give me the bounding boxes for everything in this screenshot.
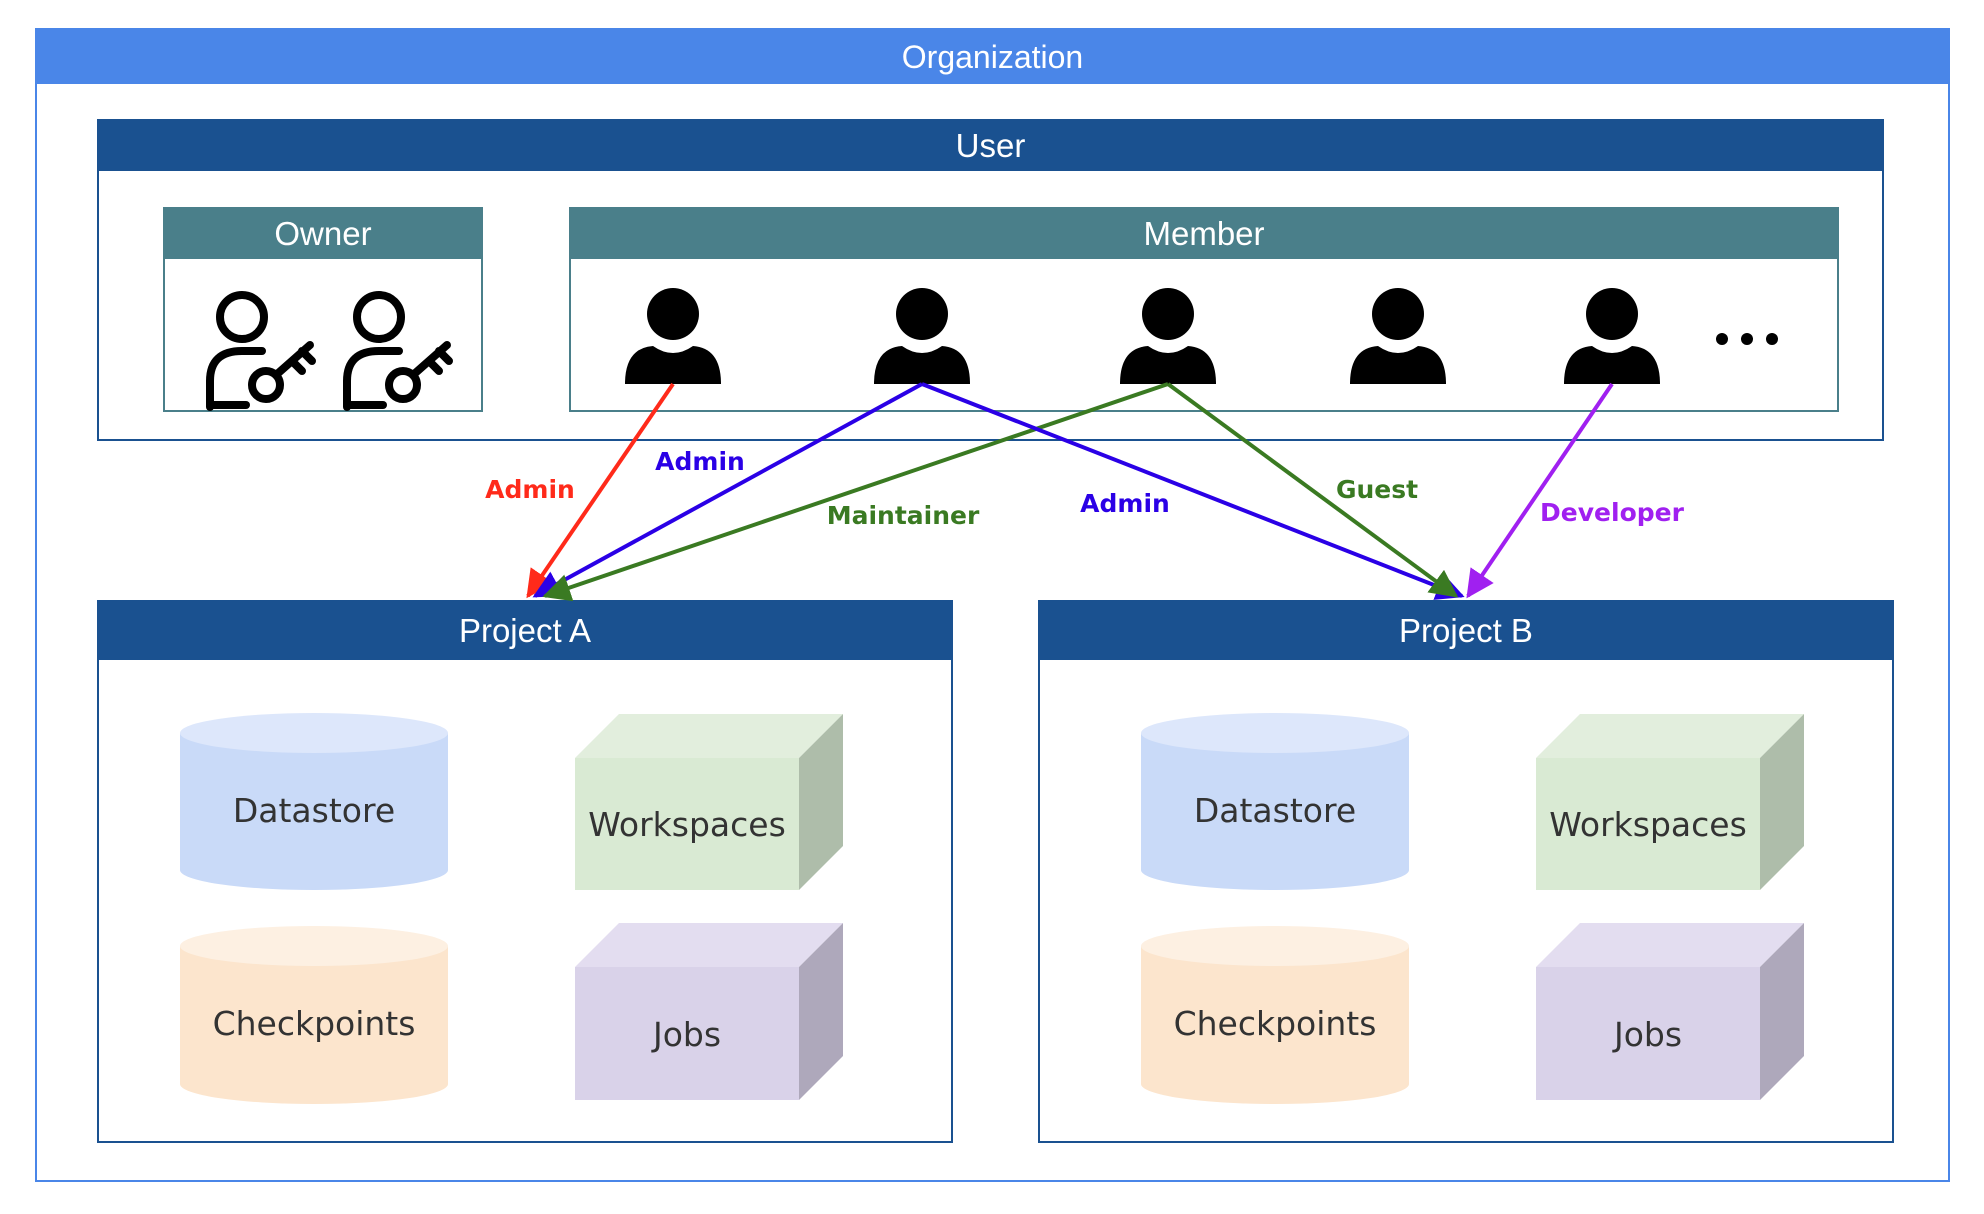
more-members-ellipsis: [1716, 333, 1778, 345]
owner-icon-2: [347, 295, 449, 407]
role-arrow-guest: [1166, 382, 1459, 598]
project-a-workspaces-cube: [575, 714, 843, 890]
project-a-title: Project A: [99, 602, 951, 660]
project-a-workspaces-label: Workspaces: [588, 805, 786, 844]
member-icon-4: [1350, 288, 1446, 384]
role-arrow-admin-blue-a: [532, 382, 923, 598]
project-b: Project B: [1038, 600, 1894, 1143]
role-label-guest: Guest: [1336, 475, 1418, 504]
project-a-datastore-cylinder: [180, 713, 448, 890]
role-label-admin-blue-b: Admin: [1080, 489, 1170, 518]
member-icon-1: [625, 288, 721, 384]
project-a-checkpoints-cylinder: [180, 926, 448, 1104]
project-b-workspaces-cube: [1536, 714, 1804, 890]
project-b-jobs-label: Jobs: [1612, 1015, 1682, 1054]
member-icon-5: [1564, 288, 1660, 384]
role-label-maintainer: Maintainer: [827, 501, 980, 530]
organization-title: Organization: [37, 30, 1948, 84]
organization-frame: Organization: [35, 28, 1950, 1182]
role-label-developer: Developer: [1540, 498, 1685, 527]
project-a-datastore-label: Datastore: [233, 791, 395, 830]
member-title: Member: [571, 209, 1837, 259]
project-b-jobs-cube: [1536, 923, 1804, 1100]
owner-icon-1: [210, 295, 312, 407]
owner-title: Owner: [165, 209, 481, 259]
project-b-datastore-label: Datastore: [1194, 791, 1356, 830]
role-arrow-admin-red: [526, 382, 675, 599]
role-arrow-admin-blue-b: [921, 382, 1465, 600]
project-a-jobs-cube: [575, 923, 843, 1100]
user-title: User: [99, 121, 1882, 171]
role-label-admin-blue-a: Admin: [655, 447, 745, 476]
role-arrow-developer: [1466, 382, 1614, 599]
user-frame: User: [97, 119, 1884, 441]
project-b-checkpoints-cylinder: [1141, 926, 1409, 1104]
member-icon-3: [1120, 288, 1216, 384]
owner-group: Owner: [163, 207, 483, 412]
role-arrow-maintainer: [542, 382, 1169, 602]
project-a: Project A: [97, 600, 953, 1143]
member-icon-2: [874, 288, 970, 384]
project-b-workspaces-label: Workspaces: [1549, 805, 1747, 844]
project-b-title: Project B: [1040, 602, 1892, 660]
project-b-datastore-cylinder: [1141, 713, 1409, 890]
project-b-checkpoints-label: Checkpoints: [1174, 1004, 1377, 1043]
role-label-admin-red: Admin: [485, 475, 575, 504]
project-a-jobs-label: Jobs: [651, 1015, 721, 1054]
project-a-checkpoints-label: Checkpoints: [213, 1004, 416, 1043]
